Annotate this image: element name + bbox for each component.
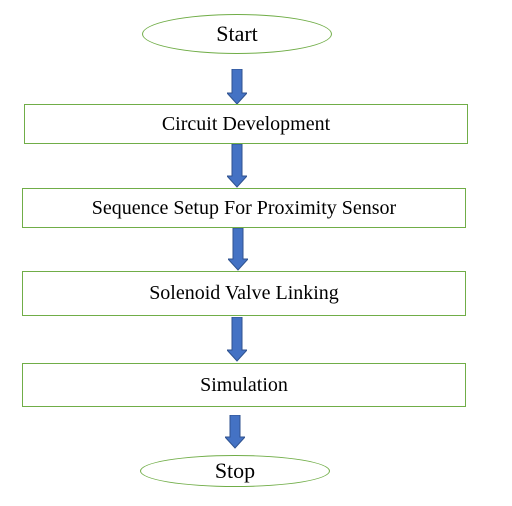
start-terminal: Start xyxy=(142,14,332,54)
step-simulation: Simulation xyxy=(22,363,466,407)
stop-label: Stop xyxy=(214,458,256,483)
step-label: Solenoid Valve Linking xyxy=(149,282,339,304)
step-sequence-setup: Sequence Setup For Proximity Sensor xyxy=(22,188,466,228)
step-label: Circuit Development xyxy=(161,112,331,135)
flow-arrow-3 xyxy=(228,228,248,271)
step-label: Simulation xyxy=(200,373,288,396)
step-solenoid-valve-linking: Solenoid Valve Linking xyxy=(22,271,466,316)
step-circuit-development: Circuit Development xyxy=(24,104,468,144)
flow-arrow-5 xyxy=(225,415,245,449)
flow-arrow-2 xyxy=(227,144,247,188)
flow-arrow-4 xyxy=(227,317,247,362)
stop-terminal: Stop xyxy=(140,455,330,487)
step-label: Sequence Setup For Proximity Sensor xyxy=(91,196,397,219)
flow-arrow-1 xyxy=(227,69,247,105)
start-label: Start xyxy=(216,21,258,46)
